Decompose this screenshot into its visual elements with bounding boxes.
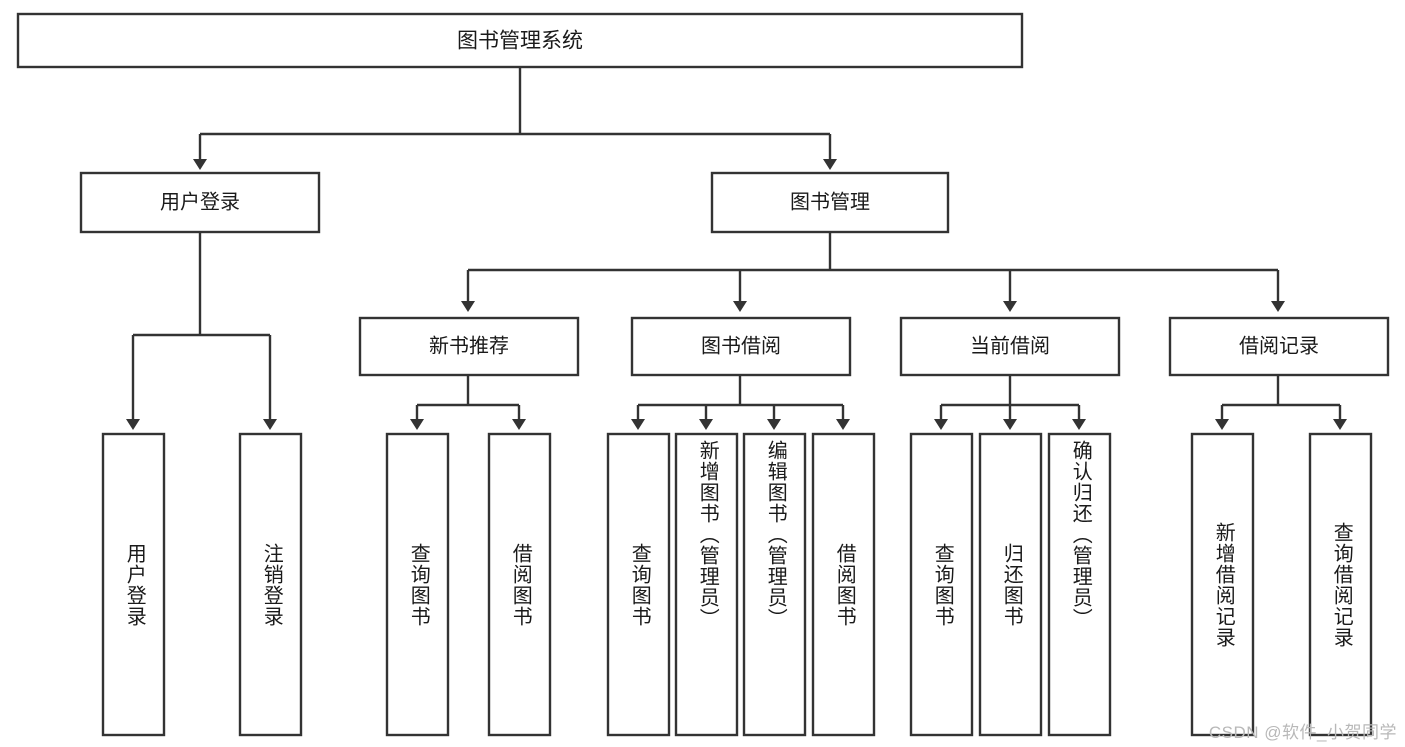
node-current-borrow[interactable]: 当前借阅: [899, 316, 1121, 377]
node-user-login-label: 用户登录: [160, 190, 240, 213]
node-new-book-recommend-label: 新书推荐: [429, 334, 509, 357]
leaf-box-user-login-2[interactable]: [238, 432, 303, 737]
watermark-text: CSDN @软件_小贺同学: [1208, 723, 1397, 742]
leaf-box-current-borrow-1[interactable]: [909, 432, 974, 737]
node-book-borrow-label: 图书借阅: [701, 334, 781, 357]
node-borrow-record-label: 借阅记录: [1239, 334, 1319, 357]
node-user-login[interactable]: 用户登录: [79, 171, 321, 234]
leaf-box-current-borrow-2[interactable]: [978, 432, 1043, 737]
node-root-label: 图书管理系统: [457, 30, 583, 53]
node-borrow-record[interactable]: 借阅记录: [1168, 316, 1390, 377]
connector-group: [126, 67, 1347, 430]
node-user-login-box[interactable]: [79, 171, 321, 234]
node-book-borrow[interactable]: 图书借阅: [630, 316, 852, 377]
leaf-box-user-login-1[interactable]: [101, 432, 166, 737]
leaf-box-new-book-1[interactable]: [385, 432, 450, 737]
leaf-box-book-borrow-1[interactable]: [606, 432, 671, 737]
leaf-box-borrow-record-2[interactable]: [1308, 432, 1373, 737]
node-borrow-record-box[interactable]: [1168, 316, 1390, 377]
leaf-box-borrow-record-1[interactable]: [1190, 432, 1255, 737]
node-book-manage[interactable]: 图书管理: [710, 171, 950, 234]
leaf-box-book-borrow-4[interactable]: [811, 432, 876, 737]
leaf-box-book-borrow-2[interactable]: [674, 432, 739, 737]
node-book-manage-box[interactable]: [710, 171, 950, 234]
node-current-borrow-label: 当前借阅: [970, 334, 1050, 357]
node-book-borrow-box[interactable]: [630, 316, 852, 377]
leaf-box-group: [101, 432, 1373, 737]
node-book-manage-label: 图书管理: [790, 190, 870, 213]
node-new-book-recommend[interactable]: 新书推荐: [358, 316, 580, 377]
node-new-book-recommend-box[interactable]: [358, 316, 580, 377]
node-root[interactable]: 图书管理系统: [16, 12, 1024, 69]
leaf-box-new-book-2[interactable]: [487, 432, 552, 737]
node-current-borrow-box[interactable]: [899, 316, 1121, 377]
leaf-box-current-borrow-3[interactable]: [1047, 432, 1112, 737]
leaf-box-book-borrow-3[interactable]: [742, 432, 807, 737]
node-root-box[interactable]: [16, 12, 1024, 69]
